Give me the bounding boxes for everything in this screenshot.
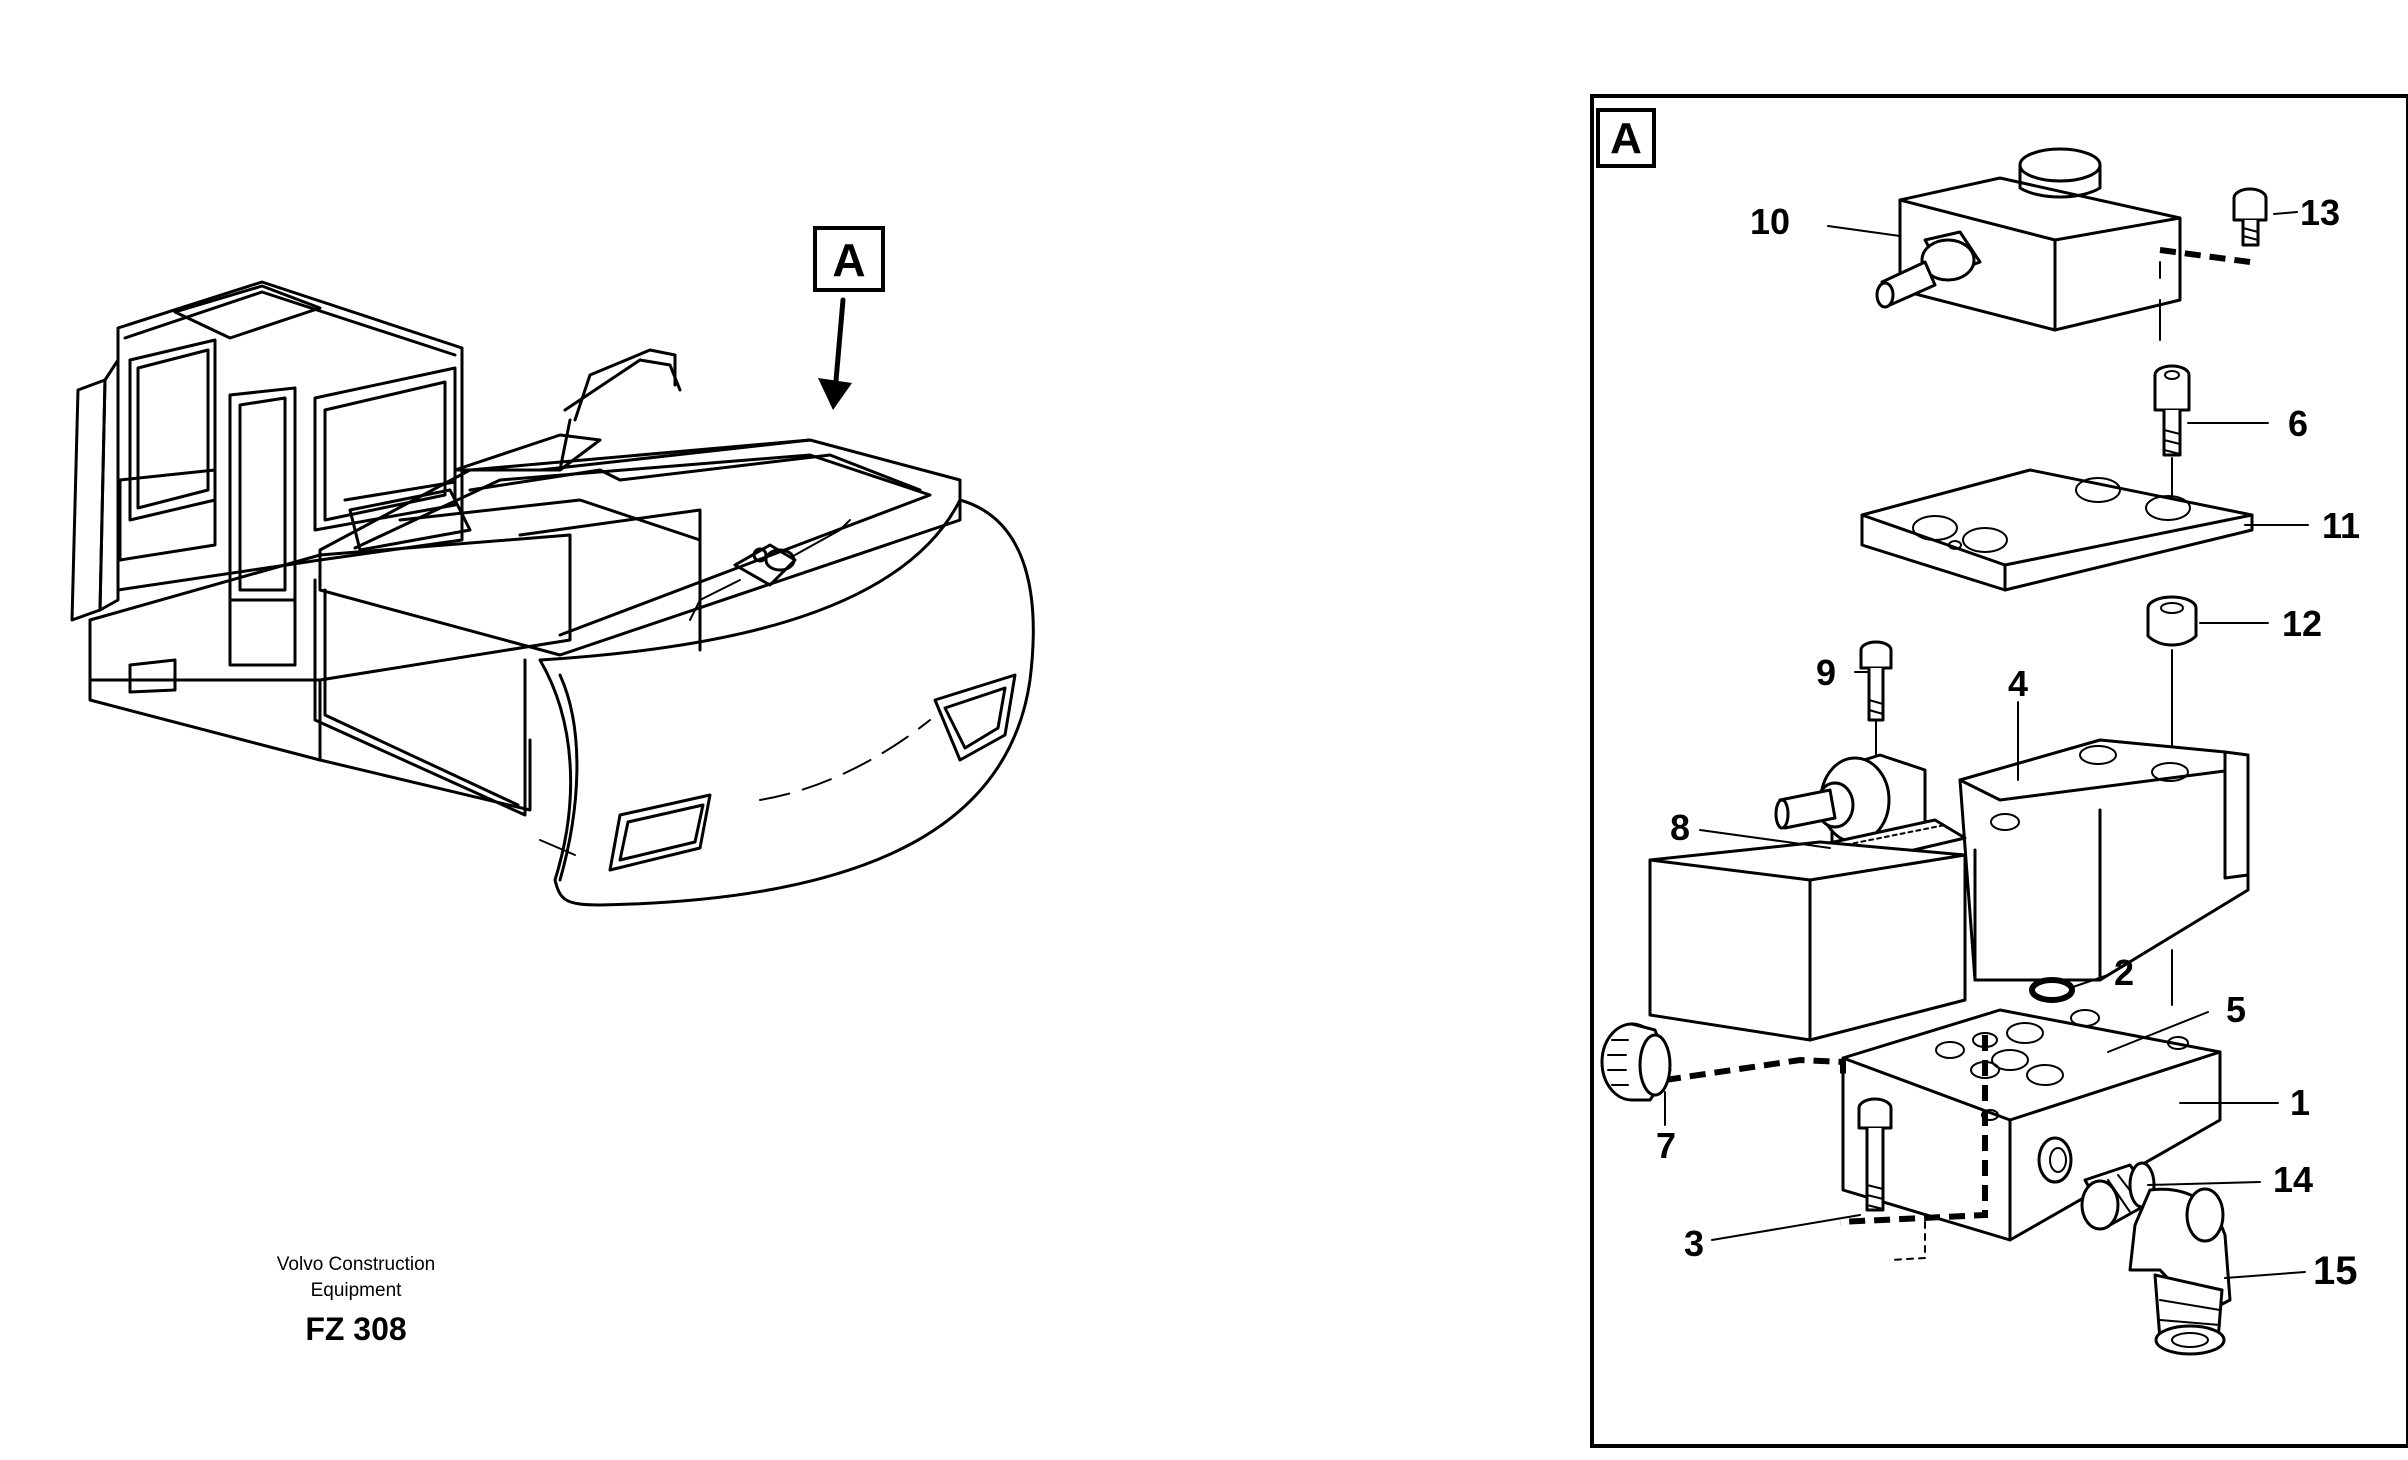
drawing-credit: Volvo Construction Equipment FZ 308: [277, 1254, 435, 1347]
part-9-screw: [1859, 640, 1893, 722]
drawing-code: FZ 308: [305, 1311, 406, 1347]
callout-10: 10: [1750, 201, 1790, 242]
detail-label: A: [1610, 114, 1642, 163]
part-6-bolt: [2153, 364, 2191, 457]
callouts: 10 13 6 11 12 9 4 8 2 5 1 7 3 14 15: [1656, 192, 2360, 1293]
callout-5: 5: [2226, 989, 2246, 1030]
part-12-spacer: [2146, 595, 2198, 647]
excavator-frame: [88, 533, 572, 817]
callout-4: 4: [2008, 663, 2028, 704]
callout-3: 3: [1684, 1223, 1704, 1264]
dash-7: [1664, 1056, 1846, 1083]
callout-6: 6: [2288, 403, 2308, 444]
detail-marker-label: A: [832, 234, 865, 286]
solenoid-housing: [1648, 840, 1967, 1042]
callout-12: 12: [2282, 603, 2322, 644]
callout-15: 15: [2313, 1249, 2358, 1293]
callout-14: 14: [2273, 1159, 2313, 1200]
credit-line1: Volvo Construction: [277, 1254, 435, 1275]
excavator-cab: [70, 280, 464, 667]
detail-marker-a: A: [813, 226, 885, 410]
credit-line2: Equipment: [311, 1280, 403, 1301]
leader-lines: [1664, 211, 2309, 1279]
dash-3: [1839, 1035, 1988, 1225]
callout-7: 7: [1656, 1125, 1676, 1166]
counterweight: [538, 498, 1035, 907]
part-15-elbow: [2128, 1187, 2232, 1356]
part-1-baseplate: [1841, 1008, 2222, 1242]
part-4-valve: [1958, 738, 2250, 982]
detail-a-panel: A: [1590, 94, 2408, 1448]
part-2-oring: [2029, 977, 2075, 1003]
callout-2: 2: [2114, 952, 2134, 993]
callout-13: 13: [2300, 192, 2340, 233]
callout-11: 11: [2322, 505, 2360, 546]
part-3-screw: [1857, 1097, 1893, 1212]
callout-1: 1: [2290, 1082, 2310, 1123]
callout-8: 8: [1670, 807, 1690, 848]
callout-9: 9: [1816, 652, 1836, 693]
excavator-overview: A: [70, 226, 1035, 907]
part-11-plate: [1860, 468, 2254, 592]
part-13-screw: [2232, 187, 2268, 247]
valve-location: [689, 519, 851, 621]
dash-13: [2159, 247, 2251, 265]
part-10-cover: [1875, 147, 2182, 332]
part-7-plug: [1600, 1022, 1672, 1102]
